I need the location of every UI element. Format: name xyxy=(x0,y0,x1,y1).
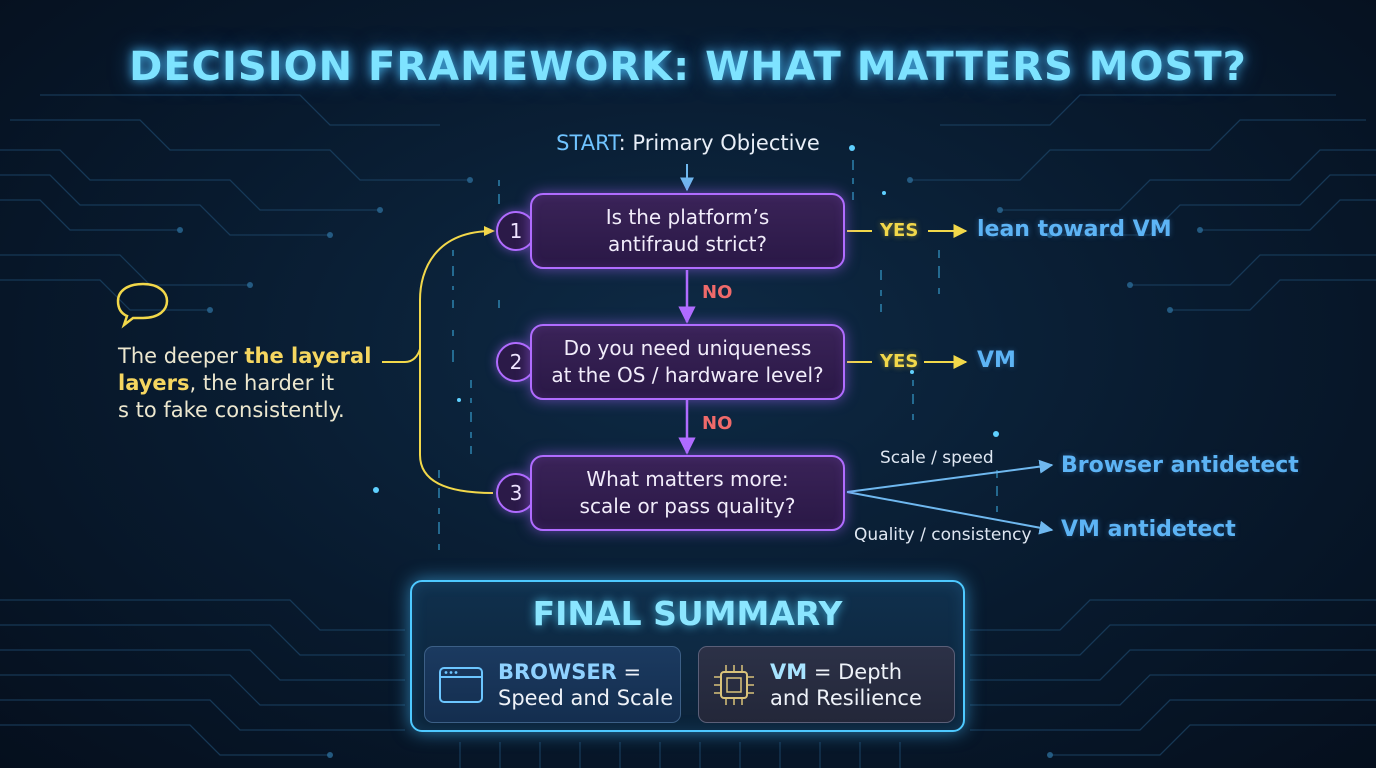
note-highlight: the layeral xyxy=(244,344,372,368)
branch-arrow-scale xyxy=(846,459,1054,493)
result-browser-antidetect: Browser antidetect xyxy=(1061,453,1299,478)
data-streams xyxy=(438,160,998,550)
cpu-chip-icon xyxy=(714,664,754,705)
result-vm: VM xyxy=(977,348,1016,373)
browser-equals: = xyxy=(616,659,642,684)
yes-label-2: YES xyxy=(880,351,919,372)
browser-summary-card: BROWSER = Speed and Scale xyxy=(424,646,681,723)
note-text-2: , the harder it xyxy=(189,371,335,395)
start-text: : Primary Objective xyxy=(618,131,820,155)
step-number-1: 1 xyxy=(496,211,536,251)
result-lean-vm: lean toward VM xyxy=(977,217,1172,242)
start-label: START: Primary Objective xyxy=(488,131,888,155)
no-label-2: NO xyxy=(702,413,733,434)
browser-keyword: BROWSER xyxy=(498,659,617,684)
start-keyword: START xyxy=(556,131,619,155)
question-box-2: Do you need uniqueness at the OS / hardw… xyxy=(530,324,845,400)
glow-dots xyxy=(373,145,999,493)
note-connector xyxy=(382,348,421,363)
vm-keyword: VM xyxy=(770,659,808,684)
note-bracket-head xyxy=(484,226,495,236)
browser-summary-text: BROWSER = Speed and Scale xyxy=(498,659,673,711)
vm-summary-text: VM = Depth and Resilience xyxy=(770,659,922,711)
note-text: The deeper xyxy=(118,344,245,368)
speech-bubble-icon xyxy=(116,282,169,329)
question-box-1: Is the platform’s antifraud strict? xyxy=(530,193,845,269)
vm-meaning: and Resilience xyxy=(770,685,922,710)
summary-title: FINAL SUMMARY xyxy=(532,594,843,633)
branch-label-quality: Quality / consistency xyxy=(854,525,1032,545)
branch-arrow-quality xyxy=(846,491,1054,535)
note-highlight-2: layers xyxy=(118,371,190,395)
circuit-nodes xyxy=(177,177,1203,758)
depth-note: The deeper the layeral layers, the harde… xyxy=(118,343,378,424)
question-box-3: What matters more: scale or pass quality… xyxy=(530,455,845,531)
vm-equals: = Depth xyxy=(807,659,903,684)
vm-summary-card: VM = Depth and Resilience xyxy=(698,646,955,723)
page-title: DECISION FRAMEWORK: WHAT MATTERS MOST? xyxy=(129,44,1247,90)
no-label-1: NO xyxy=(702,282,733,303)
final-summary-panel: FINAL SUMMARY BROWSER = Speed and Scale … xyxy=(410,580,965,732)
yes-label-1: YES xyxy=(880,220,919,241)
result-vm-antidetect: VM antidetect xyxy=(1061,517,1236,542)
circuit-traces xyxy=(0,94,1376,768)
browser-meaning: Speed and Scale xyxy=(498,685,674,710)
note-bracket-arc xyxy=(419,230,494,494)
browser-window-icon xyxy=(439,666,483,703)
step-number-3: 3 xyxy=(496,473,536,513)
note-text-3: s to fake consistently. xyxy=(118,398,345,422)
branch-label-scale: Scale / speed xyxy=(880,448,994,468)
